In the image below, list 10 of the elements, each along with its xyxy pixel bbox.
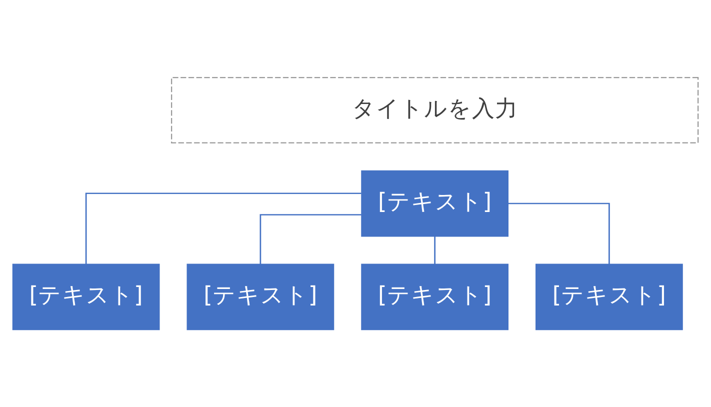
node-box: [テキスト] bbox=[186, 264, 334, 330]
node-box: タイトルを入力 bbox=[171, 76, 699, 144]
node-box: [テキスト] bbox=[361, 170, 508, 237]
connector bbox=[508, 202, 610, 264]
node-box: [テキスト] bbox=[361, 264, 508, 330]
node-box: [テキスト] bbox=[536, 264, 683, 330]
node-box: [テキスト] bbox=[12, 264, 160, 330]
connector bbox=[434, 236, 436, 264]
connector bbox=[85, 192, 362, 264]
connector bbox=[260, 214, 362, 264]
